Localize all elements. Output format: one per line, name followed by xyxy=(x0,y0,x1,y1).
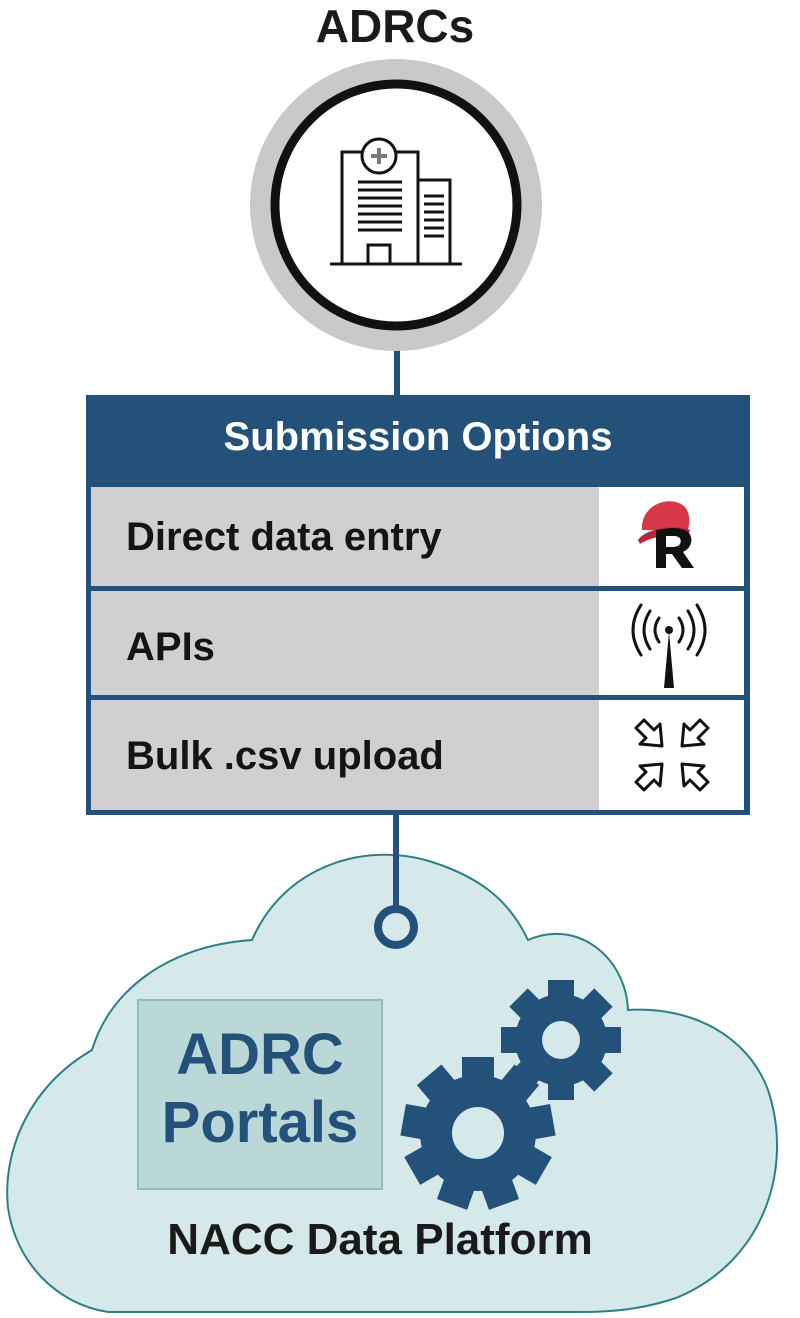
row-bg-3 xyxy=(91,700,599,810)
option-label-direct-entry: Direct data entry xyxy=(126,515,442,559)
gear-icon-small xyxy=(501,980,621,1100)
hospital-building-icon xyxy=(330,137,462,266)
submission-options-box xyxy=(86,395,750,815)
adrc-portals-box xyxy=(137,999,383,1190)
gear-icon-large xyxy=(400,1057,556,1210)
option-label-bulk-upload: Bulk .csv upload xyxy=(126,734,444,778)
row-bg-2 xyxy=(91,591,599,695)
platform-name: NACC Data Platform xyxy=(167,1215,593,1264)
adrcs-title: ADRCs xyxy=(315,0,475,52)
redcap-logo-icon xyxy=(638,501,694,568)
option-label-apis: APIs xyxy=(126,625,215,669)
antenna-signal-icon xyxy=(631,603,707,688)
cloud-shape xyxy=(6,853,779,1313)
row-bg-1 xyxy=(91,487,599,586)
portal-label-line1: ADRC xyxy=(176,1022,344,1087)
submission-options-header: Submission Options xyxy=(223,415,613,459)
compress-arrows-icon xyxy=(634,718,710,792)
connector-node xyxy=(374,905,418,949)
gears-icon xyxy=(400,980,621,1210)
portal-label-line2: Portals xyxy=(161,1090,359,1155)
